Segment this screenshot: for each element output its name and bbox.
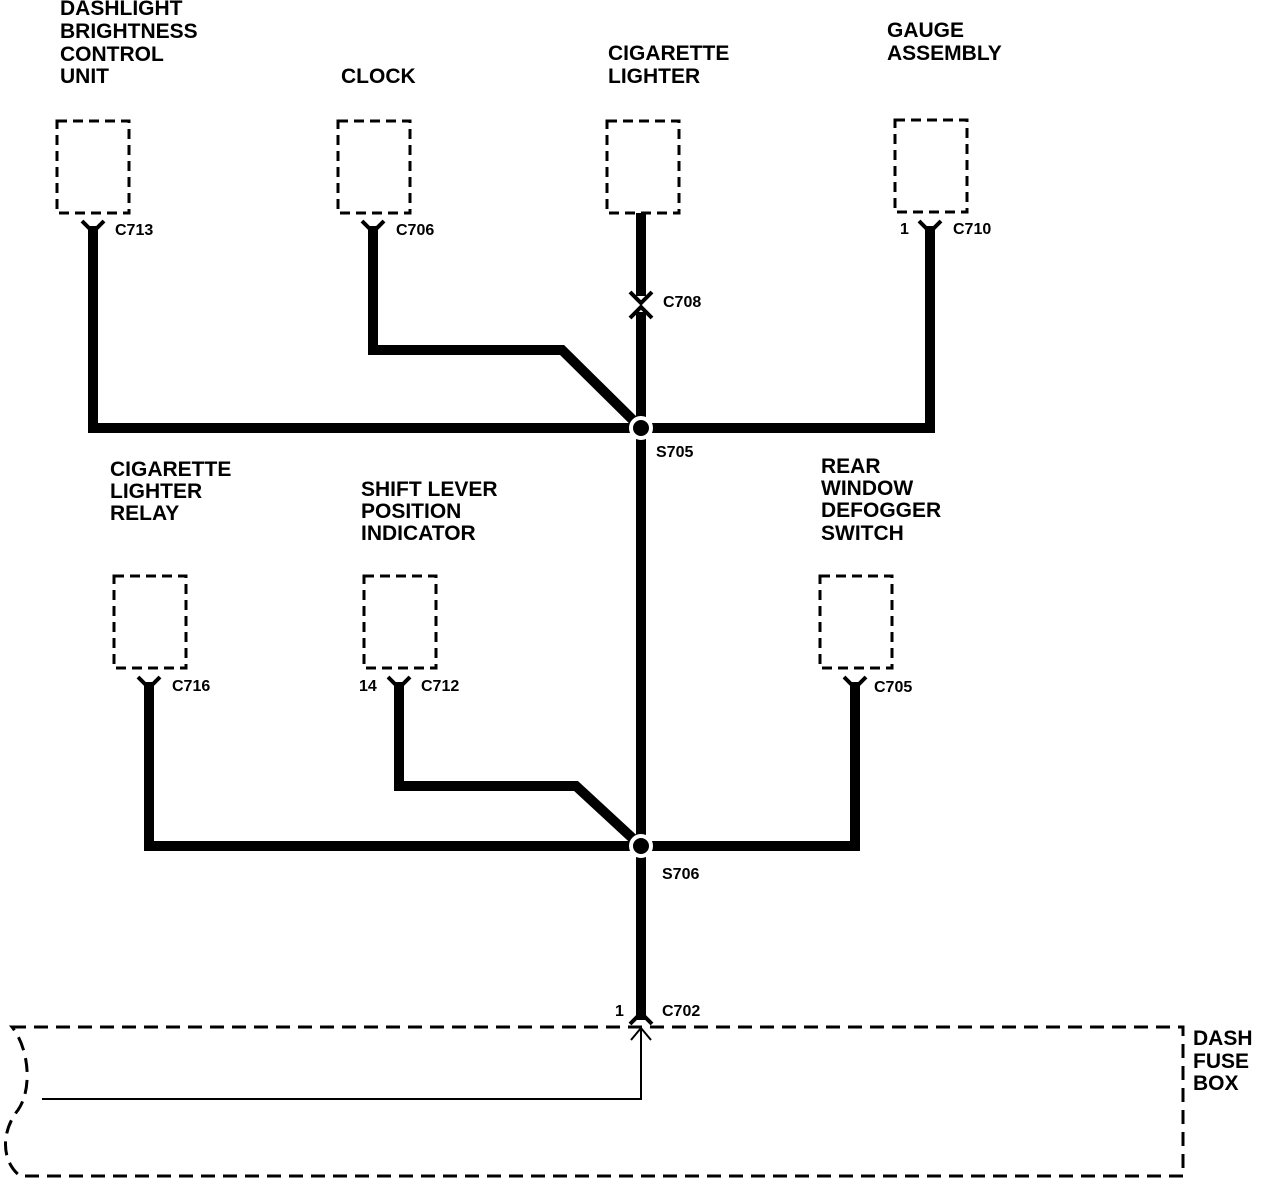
- label-line: DASHLIGHT: [60, 0, 183, 20]
- label-line: CIGARETTE: [110, 458, 231, 481]
- c708-connector-female-icon: [628, 304, 654, 320]
- splice-label-s706: S706: [662, 866, 699, 883]
- c702-female-terminal: [630, 1026, 652, 1041]
- label-line: SWITCH: [821, 522, 904, 545]
- connector-label-c712: C712: [421, 678, 459, 695]
- dash-fuse-box-outline: [4, 1025, 1185, 1178]
- rear-window-defogger-switch-box: [818, 574, 894, 670]
- label-line: FUSE: [1193, 1050, 1249, 1073]
- label-cigarette-lighter: CIGARETTE LIGHTER: [608, 42, 729, 88]
- pin-label-c710: 1: [900, 221, 909, 238]
- splice-label-s705: S705: [656, 444, 693, 461]
- c706-connector-icon: [360, 219, 386, 235]
- connector-label-c705: C705: [874, 679, 912, 696]
- label-line: LIGHTER: [608, 65, 700, 88]
- wire-c705-to-s706: [641, 682, 860, 851]
- label-line: GAUGE: [887, 19, 964, 42]
- label-cigarette-lighter-relay: CIGARETTE LIGHTER RELAY: [110, 458, 231, 525]
- label-line: DASH: [1193, 1027, 1253, 1050]
- label-line: REAR: [821, 455, 881, 478]
- pin-label-c712: 14: [359, 678, 377, 695]
- label-line: BRIGHTNESS: [60, 20, 198, 43]
- cigarette-lighter-relay-box: [112, 574, 188, 670]
- label-shift-lever-position-indicator: SHIFT LEVER POSITION INDICATOR: [361, 478, 498, 545]
- wire-c712-to-s706: [394, 682, 645, 850]
- label-line: POSITION: [361, 500, 461, 523]
- label-clock: CLOCK: [341, 65, 416, 88]
- label-rear-window-defogger-switch: REAR WINDOW DEFOGGER SWITCH: [821, 455, 941, 545]
- c710-connector-icon: [917, 219, 943, 235]
- label-line: RELAY: [110, 502, 179, 525]
- label-dash-fuse-box: DASH FUSE BOX: [1193, 1027, 1253, 1095]
- label-line: INDICATOR: [361, 522, 476, 545]
- connector-label-c710: C710: [953, 221, 991, 238]
- label-line: DEFOGGER: [821, 499, 941, 522]
- connector-label-c706: C706: [396, 222, 434, 239]
- label-line: CONTROL: [60, 43, 164, 66]
- shift-lever-position-indicator-box: [362, 574, 438, 670]
- fuse-internal-wire: [42, 1028, 642, 1100]
- cigarette-lighter-box: [605, 119, 681, 215]
- c713-connector-icon: [80, 219, 106, 235]
- dashlight-brightness-unit-box: [55, 119, 131, 215]
- pin-label-c702: 1: [615, 1003, 624, 1020]
- label-line: SHIFT LEVER: [361, 478, 498, 501]
- wire-c716-to-s706: [144, 682, 641, 851]
- label-line: CLOCK: [341, 65, 416, 88]
- label-line: BOX: [1193, 1072, 1239, 1095]
- c708-connector-male-icon: [628, 290, 654, 306]
- c702-connector-icon: [628, 1010, 654, 1026]
- connector-label-c713: C713: [115, 222, 153, 239]
- c712-connector-icon: [386, 675, 412, 691]
- s706-splice-dot: [629, 834, 653, 858]
- connector-label-c716: C716: [172, 678, 210, 695]
- label-line: ASSEMBLY: [887, 42, 1002, 65]
- label-line: LIGHTER: [110, 480, 202, 503]
- label-dashlight-brightness-control-unit: DASHLIGHT BRIGHTNESS CONTROL UNIT: [60, 0, 198, 88]
- c716-connector-icon: [136, 675, 162, 691]
- gauge-assembly-box: [893, 118, 969, 214]
- label-line: WINDOW: [821, 477, 913, 500]
- connector-label-c702: C702: [662, 1003, 700, 1020]
- label-line: UNIT: [60, 65, 109, 88]
- wire-c706-to-s705: [368, 226, 645, 432]
- s705-splice-dot: [629, 416, 653, 440]
- clock-box: [336, 119, 412, 215]
- label-line: CIGARETTE: [608, 42, 729, 65]
- c705-connector-icon: [842, 675, 868, 691]
- label-gauge-assembly: GAUGE ASSEMBLY: [887, 19, 1002, 65]
- wire-c713-to-s705: [88, 226, 641, 433]
- connector-label-c708: C708: [663, 294, 701, 311]
- wire-c710-to-s705: [641, 226, 935, 433]
